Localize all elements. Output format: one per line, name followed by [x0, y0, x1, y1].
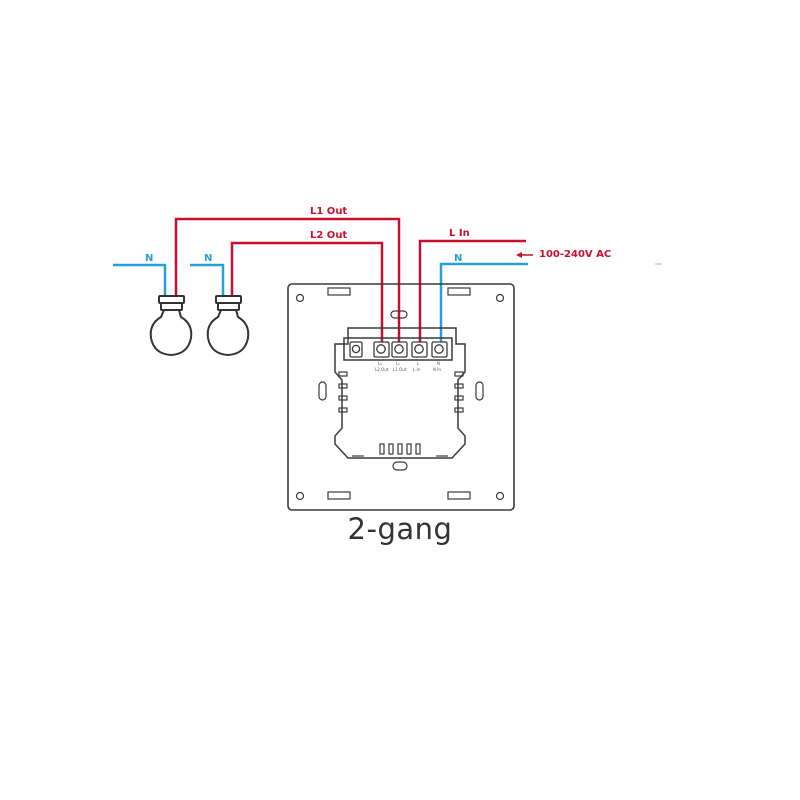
terminal-block — [343, 337, 453, 361]
screw-hole — [495, 293, 505, 303]
l2-out-label: L2 Out — [310, 230, 347, 241]
clip-bottom-left — [327, 491, 351, 500]
mounting-slot — [390, 310, 408, 319]
mounting-slot — [392, 461, 408, 471]
clip-bottom-right — [447, 491, 471, 500]
l-in-label: L In — [449, 228, 470, 239]
screw-hole — [495, 491, 505, 501]
neutral-wire-supply — [439, 262, 528, 350]
bottom-vents — [352, 443, 448, 457]
mounting-slot — [318, 381, 327, 401]
l-in-wire — [418, 239, 526, 350]
side-ribs-right — [454, 371, 464, 413]
terminal-screw — [394, 344, 404, 354]
supply-label: 100-240V AC — [539, 249, 611, 260]
side-ribs-left — [338, 371, 348, 413]
neutral-label-supply: N — [454, 253, 462, 264]
neutral-wires — [113, 262, 662, 350]
diagram-caption: 2-gang — [347, 512, 453, 546]
terminal-symbol: L₁ — [396, 361, 400, 366]
terminal-label: L2 Out — [375, 367, 389, 372]
screw-hole — [295, 293, 305, 303]
inner-housing — [334, 327, 466, 459]
neutral-wire-lamp1 — [113, 263, 167, 296]
terminal-label: L1 Out — [393, 367, 407, 372]
lamp-icon — [149, 295, 193, 357]
switch-plate — [287, 283, 515, 511]
terminal-screw — [434, 344, 444, 354]
neutral-label-lamp2: N — [204, 253, 212, 264]
terminal-symbol: L₂ — [378, 361, 382, 366]
l2-out-wire — [230, 241, 384, 350]
terminals — [349, 341, 448, 358]
clip-top-left — [327, 287, 351, 296]
lamp-icon — [206, 295, 250, 357]
clip-top-right — [447, 287, 471, 296]
neutral-label-lamp1: N — [145, 253, 153, 264]
l1-out-label: L1 Out — [310, 206, 347, 217]
terminal-label: N In — [433, 367, 441, 372]
screw-hole — [295, 491, 305, 501]
terminal-label: L In — [413, 367, 421, 372]
terminal-symbol: L — [417, 361, 420, 366]
terminal-screw — [376, 344, 386, 354]
plate-outline — [287, 283, 515, 511]
mounting-slot — [475, 381, 484, 401]
terminal-screw — [414, 344, 424, 354]
terminal-symbol: N — [437, 361, 440, 366]
neutral-wire-lamp2 — [190, 263, 225, 296]
terminal-screw — [351, 344, 361, 354]
arrow-left-icon — [516, 252, 533, 258]
